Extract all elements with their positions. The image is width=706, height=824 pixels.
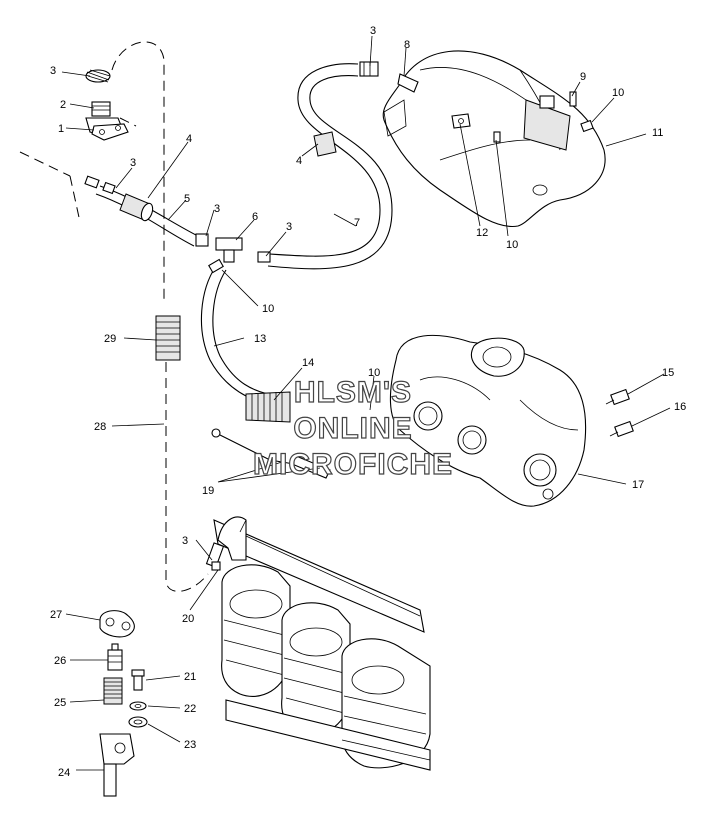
watermark: HLSM'S ONLINE MICROFICHE xyxy=(252,375,453,481)
callout-2: 2 xyxy=(60,99,66,111)
callout-10: 10 xyxy=(506,239,518,251)
callout-26: 26 xyxy=(54,655,66,667)
callout-20: 20 xyxy=(182,613,194,625)
housing-24 xyxy=(99,733,135,797)
callout-5: 5 xyxy=(184,193,190,205)
spring-25 xyxy=(103,677,123,705)
callout-10: 10 xyxy=(262,303,274,315)
callout-8: 8 xyxy=(404,39,410,51)
tee-fitting-6 xyxy=(195,233,271,263)
hose-7 xyxy=(267,63,393,270)
clamp-3-left xyxy=(102,181,116,195)
callout-14: 14 xyxy=(302,357,314,369)
spring-14 xyxy=(245,391,291,423)
callout-23: 23 xyxy=(184,739,196,751)
callout-10: 10 xyxy=(368,367,380,379)
spring-29 xyxy=(155,315,181,361)
exhaust-manifold-17 xyxy=(389,334,587,507)
callout-13: 13 xyxy=(254,333,266,345)
callout-15: 15 xyxy=(662,367,674,379)
callout-19: 19 xyxy=(202,485,214,497)
screw-10-top xyxy=(580,119,594,133)
callout-4: 4 xyxy=(186,133,192,145)
callout-3: 3 xyxy=(182,535,188,547)
callout-22: 22 xyxy=(184,703,196,715)
screw-10-mid xyxy=(493,131,501,143)
clamp-8 xyxy=(397,73,419,93)
sleeve-4-right xyxy=(313,131,337,157)
washer-23 xyxy=(128,716,148,728)
clamp-3-top xyxy=(359,61,379,77)
callout-28: 28 xyxy=(94,421,106,433)
watermark-line-3: MICROFICHE xyxy=(253,448,453,481)
callout-29: 29 xyxy=(104,333,116,345)
callout-3: 3 xyxy=(370,25,376,37)
callout-1: 1 xyxy=(58,123,64,135)
valve-26 xyxy=(107,643,123,671)
callout-24: 24 xyxy=(58,767,70,779)
hose-barb-20 xyxy=(205,542,225,571)
callout-16: 16 xyxy=(674,401,686,413)
callout-27: 27 xyxy=(50,609,62,621)
gasket-27 xyxy=(99,610,135,638)
washer-22 xyxy=(129,701,147,711)
screw-9 xyxy=(569,91,577,107)
watermark-line-1: HLSM'S xyxy=(294,376,412,409)
bracket-12 xyxy=(451,113,471,129)
callout-6: 6 xyxy=(252,211,258,223)
hose-13 xyxy=(200,258,279,407)
hose-28-dashed xyxy=(111,41,209,592)
callout-3: 3 xyxy=(214,203,220,215)
sensor-cable-19 xyxy=(211,428,331,479)
callout-12: 12 xyxy=(476,227,488,239)
callout-3: 3 xyxy=(286,221,292,233)
callout-11: 11 xyxy=(652,127,663,139)
leader-lines xyxy=(61,35,671,771)
bolt-15 xyxy=(605,388,630,406)
callout-9: 9 xyxy=(580,71,586,83)
callout-25: 25 xyxy=(54,697,66,709)
callout-4: 4 xyxy=(296,155,302,167)
callout-3: 3 xyxy=(130,157,136,169)
callout-10: 10 xyxy=(612,87,624,99)
callout-3: 3 xyxy=(50,65,56,77)
bolt-16 xyxy=(609,420,634,438)
callout-21: 21 xyxy=(184,671,196,683)
fitting-21 xyxy=(131,669,145,691)
callout-17: 17 xyxy=(632,479,644,491)
gasket-1 xyxy=(91,123,129,141)
watermark-line-2: ONLINE xyxy=(293,412,412,445)
centerline-upper-left xyxy=(19,117,137,223)
callout-7: 7 xyxy=(354,217,360,229)
hose-clamp-top-left xyxy=(85,69,111,83)
engine-cylinders xyxy=(213,516,431,771)
sleeve-4-left xyxy=(119,193,154,222)
